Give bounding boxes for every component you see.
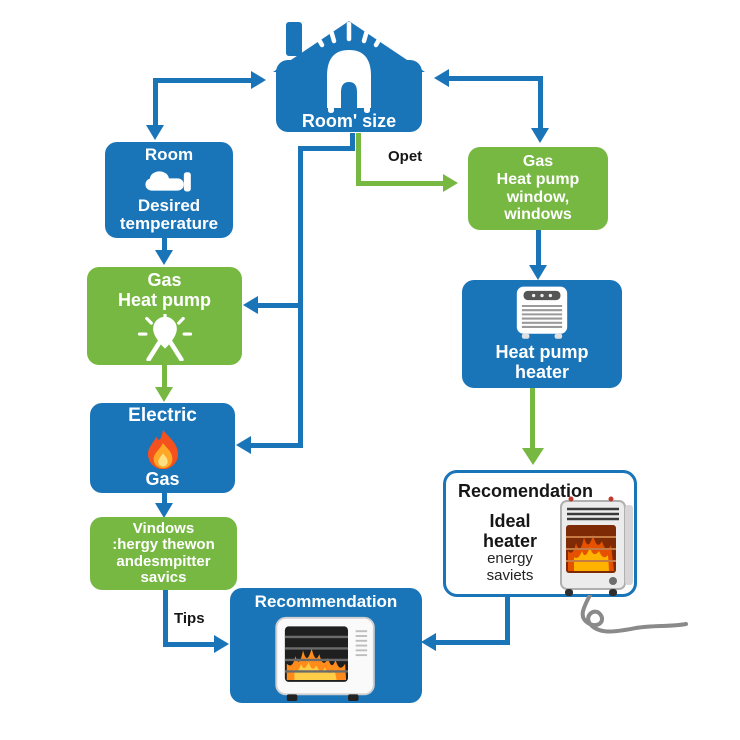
heat-pump-unit-icon (516, 286, 568, 339)
connector-tips-h (163, 642, 215, 647)
node-heat-pump-heater: Heat pump heater (462, 280, 622, 388)
flame-rays-icon (137, 313, 192, 361)
connector-trunk-top (298, 146, 355, 151)
connector-house-gaswindow-h (448, 76, 541, 81)
power-cord (580, 595, 688, 634)
node-electric-gas: Electric Gas (90, 403, 235, 493)
arrowhead-gasheatpump-to-electric (155, 387, 173, 402)
connector-gasheatpump-to-electric (162, 365, 167, 389)
room-line1: Desired (137, 195, 201, 215)
node-windows-energy: Vindows :hergy thewon andesmpitter savic… (90, 517, 237, 590)
gas-heat-pump-line1: Gas (147, 270, 182, 290)
arrowhead-into-gasheatpump (243, 296, 258, 314)
heat-pump-heater-line1: Heat pump (495, 342, 589, 363)
ideal-line-4: saviets (486, 567, 534, 585)
node-room-desired-temperature: Room Desired temperature (105, 142, 233, 238)
recommendation-title: Recommendation (254, 592, 398, 611)
connector-gaswindow-to-heatpump (536, 230, 541, 268)
gas-heater-icon (560, 496, 633, 596)
opet-label: Opet (388, 148, 423, 165)
connector-house-room-h (155, 78, 253, 83)
connector-ideal-to-recommendation-h (434, 640, 508, 645)
gaswindow-line-1: Gas (522, 152, 554, 170)
arrowhead-into-room-box (146, 125, 164, 140)
gaswindow-line-2: Heat pump (496, 170, 580, 188)
ideal-text: Ideal heater energy saviets (464, 511, 556, 585)
arrowhead-into-house-left (251, 71, 266, 89)
connector-tips-v (163, 590, 168, 647)
connector-trunk-v (298, 146, 303, 448)
electric-heater-icon (275, 616, 375, 701)
node-recommendation: Recommendation (230, 588, 422, 703)
connector-electric-to-windows (162, 493, 167, 505)
arrowhead-heatpump-to-ideal (522, 448, 544, 465)
connector-ideal-to-recommendation-v (505, 597, 510, 645)
flame-icon (147, 429, 178, 470)
connector-heatpump-to-ideal (530, 388, 535, 450)
heat-pump-heater-line2: heater (514, 362, 570, 383)
arrowhead-into-gaswindow-box (531, 128, 549, 143)
room-size-label: Room' size (301, 111, 397, 131)
gas-label: Gas (145, 469, 180, 490)
connector-trunk-start (350, 133, 355, 151)
windows-line-2: :hergy thewon (112, 536, 215, 554)
node-room-size: Room' size (270, 18, 428, 136)
node-gas-heat-pump: Gas Heat pump (87, 267, 242, 365)
connector-house-room-v (153, 78, 158, 126)
room-title: Room (144, 145, 194, 164)
room-line2: temperature (119, 214, 219, 234)
arrowhead-into-recommendation-right (421, 633, 436, 651)
arrowhead-electric-to-windows (155, 503, 173, 518)
arrowhead-opet (443, 174, 458, 192)
connector-branch-gasheatpump (257, 303, 298, 308)
connector-opet-h (356, 181, 444, 186)
gas-heat-pump-line2: Heat pump (117, 289, 211, 310)
house-heater-icon (273, 21, 425, 132)
tips-label: Tips (174, 610, 205, 627)
electric-label: Electric (128, 405, 197, 426)
arrowhead-gaswindow-to-heatpump (529, 265, 547, 280)
connector-branch-electric (250, 443, 298, 448)
arrowhead-into-electric (236, 436, 251, 454)
windows-line-4: savics (140, 568, 187, 586)
ideal-title: Recomendation (458, 481, 594, 501)
windows-line-3: andesmpitter (116, 552, 211, 570)
connector-opet-v (356, 133, 361, 185)
arrowhead-into-house-right (434, 69, 449, 87)
arrowhead-tips (214, 635, 229, 653)
arrowhead-room-to-gasheatpump (155, 250, 173, 265)
connector-room-to-gasheatpump (162, 237, 167, 251)
node-gas-heat-pump-window: Gas Heat pump window, windows (468, 147, 608, 230)
ideal-line-2: heater (482, 531, 538, 552)
ideal-line-3: energy (487, 550, 533, 568)
ideal-line-1: Ideal (489, 511, 531, 531)
gaswindow-line-3: window, (506, 188, 570, 206)
bed-icon (145, 171, 191, 192)
gaswindow-line-4: windows (504, 206, 572, 224)
windows-line-1: Vindows (132, 520, 195, 538)
connector-house-gaswindow-v (538, 76, 543, 130)
